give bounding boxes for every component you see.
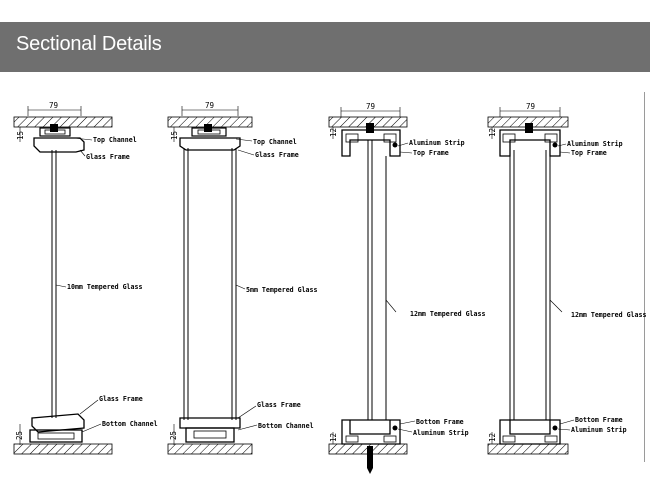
- label-aluminum-strip-top: Aluminum Strip: [567, 140, 623, 148]
- top-dim: 12: [488, 128, 497, 137]
- label-aluminum-strip-top: Aluminum Strip: [409, 139, 465, 147]
- width-dim: 79: [205, 101, 214, 110]
- label-glass-frame-bottom: Glass Frame: [257, 401, 301, 409]
- top-dim: 12: [329, 128, 338, 137]
- label-glass-frame-bottom: Glass Frame: [99, 395, 143, 403]
- label-bottom-channel: Bottom Channel: [258, 422, 314, 430]
- bottom-dim: 12: [329, 433, 338, 442]
- page-title: Sectional Details: [16, 33, 162, 55]
- label-glass: 5mm Tempered Glass: [246, 286, 317, 294]
- label-top-frame: Top Frame: [413, 149, 449, 157]
- label-bottom-frame: Bottom Frame: [575, 416, 623, 424]
- label-top-channel: Top Channel: [253, 138, 297, 146]
- floor-slab: [487, 443, 569, 455]
- top-dim: 15: [170, 131, 179, 140]
- bottom-dim: 25: [169, 431, 178, 440]
- page-header: Sectional Details: [0, 22, 650, 72]
- label-glass-frame-top: Glass Frame: [86, 153, 130, 161]
- width-dim: 79: [526, 102, 535, 111]
- page-divider: [644, 92, 645, 462]
- width-dim: 79: [366, 102, 375, 111]
- top-dim: 15: [16, 131, 25, 140]
- section-1-10mm: 79 15 25 Top Channel Glass Frame 10mm Te…: [13, 101, 158, 455]
- floor-slab: [13, 443, 113, 455]
- section-4-12mm: 79 12 12 Aluminum Strip Top Frame 12mm T…: [487, 102, 646, 455]
- label-glass-frame-top: Glass Frame: [255, 151, 299, 159]
- ceiling-slab: [13, 116, 113, 128]
- label-glass: 12mm Tempered Glass: [410, 310, 485, 318]
- label-bottom-frame: Bottom Frame: [416, 418, 464, 426]
- label-bottom-channel: Bottom Channel: [102, 420, 158, 428]
- floor-slab: [167, 443, 253, 455]
- label-aluminum-strip-bottom: Aluminum Strip: [413, 429, 469, 437]
- width-dim: 79: [49, 101, 58, 110]
- label-aluminum-strip-bottom: Aluminum Strip: [571, 426, 627, 434]
- section-3-12mm: 79 12 12 Aluminum Strip Top Frame 12mm T…: [328, 102, 485, 474]
- bottom-dim: 12: [488, 433, 497, 442]
- label-glass: 10mm Tempered Glass: [67, 283, 142, 291]
- section-2-5mm: 79 15 25 Top Channel Glass Frame 5mm Tem…: [167, 101, 317, 455]
- label-top-frame: Top Frame: [571, 149, 607, 157]
- label-top-channel: Top Channel: [93, 136, 137, 144]
- label-glass: 12mm Tempered Glass: [571, 311, 646, 319]
- bottom-dim: 25: [15, 431, 24, 440]
